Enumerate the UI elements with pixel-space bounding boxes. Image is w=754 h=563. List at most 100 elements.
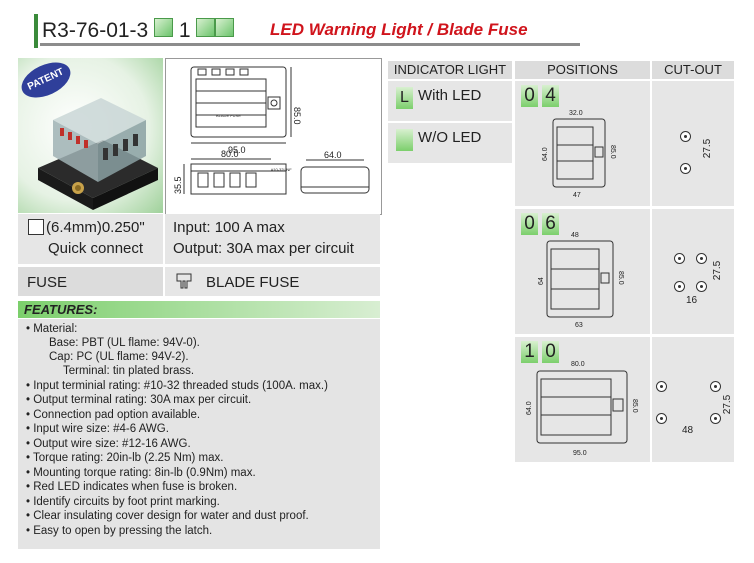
blade-fuse-icon: [176, 273, 192, 289]
dim-left: 64.0: [526, 401, 533, 415]
terminal-type: Quick connect: [48, 240, 144, 257]
option-box-position-2: [215, 18, 235, 37]
column-header-cutout: CUT-OUT: [652, 61, 734, 79]
mounting-hole: [696, 281, 707, 292]
column-header-indicator: INDICATOR LIGHT: [388, 61, 512, 79]
dim-bottom: 63: [575, 322, 583, 329]
product-photo: [18, 58, 163, 213]
feature-line: • Input wire size: #4-6 AWG.: [26, 423, 169, 435]
feature-line: Terminal: tin plated brass.: [63, 365, 195, 377]
thread-note: #10-32UNF: [271, 167, 292, 172]
fuse-type-box: [165, 267, 380, 296]
feature-line: • Clear insulating cover design for wate…: [26, 510, 309, 522]
feature-line: • Output wire size: #12-16 AWG.: [26, 438, 191, 450]
dim-height-85: 85.0: [292, 107, 302, 125]
dim-top: 32.0: [569, 110, 583, 117]
fuse-label: FUSE: [27, 274, 68, 291]
position-digit: 0: [521, 85, 538, 107]
header-divider: [40, 43, 580, 46]
feature-line: Base: PBT (UL flame: 94V-0).: [49, 337, 200, 349]
dim-right: 85.0: [609, 145, 616, 159]
output-rating: Output: 30A max per circuit: [173, 240, 354, 257]
mounting-hole: [656, 413, 667, 424]
header-accent-bar: [34, 14, 38, 48]
cutout-dim-h: 16: [686, 295, 698, 306]
dimension-drawing-panel: BLADE FUSE 85.0 95.0 80.0 35.5 #10-32UNF…: [165, 58, 382, 215]
feature-line: • Mounting torque rating: 8in-lb (0.9Nm)…: [26, 467, 256, 479]
position-digit: 0: [521, 213, 538, 235]
feature-line: Cap: PC (UL flame: 94V-2).: [49, 351, 189, 363]
cutout-cell-06: 27.5 16: [652, 209, 734, 334]
dim-width-80: 80.0: [221, 149, 239, 159]
cutout-dim-v: 27.5: [702, 138, 714, 159]
dim-left: 64: [538, 277, 545, 285]
mounting-hole: [680, 163, 691, 174]
mounting-hole: [710, 381, 721, 392]
position-digit: 4: [542, 85, 559, 107]
feature-line: • Input terminial rating: #10-32 threade…: [26, 380, 328, 392]
feature-line: • Red LED indicates when fuse is broken.: [26, 481, 238, 493]
indicator-option-led: L With LED: [388, 81, 512, 121]
indicator-label-with-led: With LED: [418, 87, 482, 104]
column-header-positions: POSITIONS: [515, 61, 650, 79]
position-drawing-06: 48 64 85.0 63: [538, 232, 624, 329]
fuse-box-illustration: [38, 98, 158, 210]
dim-width-64: 64.0: [324, 150, 342, 160]
dim-top: 48: [571, 232, 579, 239]
dim-height-35: 35.5: [173, 176, 183, 194]
position-drawing-04: 32.0 64.0 85.0 47: [542, 110, 616, 199]
option-box-indicator: [154, 18, 174, 37]
page-title: LED Warning Light / Blade Fuse: [270, 20, 528, 39]
dim-right: 85.0: [631, 399, 638, 413]
position-drawing-10: 80.0 64.0 85.0 95.0: [526, 361, 638, 457]
features-title: FEATURES:: [24, 302, 98, 317]
cutout-cell-04: 27.5: [652, 81, 734, 206]
feature-line: • Easy to open by pressing the latch.: [26, 525, 213, 537]
mounting-hole: [656, 381, 667, 392]
part-code-text: R3-76-01-3: [42, 19, 149, 42]
indicator-code-l: L: [396, 87, 413, 109]
rating-info-box: [165, 214, 380, 264]
terminal-icon: [28, 219, 44, 235]
dim-bottom: 47: [573, 192, 581, 199]
dimension-drawing: BLADE FUSE 85.0 95.0 80.0 35.5 #10-32UNF…: [173, 66, 370, 195]
features-header-bar: [18, 301, 380, 318]
position-digit: 1: [521, 341, 538, 363]
dim-bottom: 95.0: [573, 450, 587, 457]
mounting-hole: [696, 253, 707, 264]
feature-line: • Output terminal rating: 30A max per ci…: [26, 394, 252, 406]
fuse-label-box: [18, 267, 163, 296]
feature-line: • Identify circuits by foot print markin…: [26, 496, 220, 508]
cutout-cell-10: 27.5 48: [652, 337, 734, 462]
position-digit: 6: [542, 213, 559, 235]
input-rating: Input: 100 A max: [173, 219, 285, 236]
feature-line: • Torque rating: 20in-lb (2.25 Nm) max.: [26, 452, 224, 464]
features-list: • Material: Base: PBT (UL flame: 94V-0).…: [18, 319, 380, 549]
option-box-position-1: [196, 18, 216, 37]
terminal-size: (6.4mm)0.250": [46, 219, 145, 236]
dim-left: 64.0: [542, 147, 549, 161]
mounting-hole: [674, 281, 685, 292]
dim-top: 80.0: [571, 361, 585, 368]
mounting-hole: [674, 253, 685, 264]
part-number: R3-76-01-3 1: [42, 18, 235, 43]
feature-line: • Material:: [26, 323, 78, 335]
dim-width-95: 95.0: [228, 145, 246, 155]
part-digit: 1: [178, 19, 191, 42]
cutout-dim-v: 27.5: [722, 394, 734, 415]
indicator-code-blank: [396, 129, 413, 151]
feature-line: • Connection pad option available.: [26, 409, 201, 421]
cutout-dim-h: 48: [682, 425, 694, 436]
indicator-option-no-led: W/O LED: [388, 123, 512, 163]
fuse-type: BLADE FUSE: [206, 274, 300, 291]
mounting-hole: [710, 413, 721, 424]
position-digit: 0: [542, 341, 559, 363]
dim-right: 85.0: [617, 271, 624, 285]
mounting-hole: [680, 131, 691, 142]
cutout-dim-v: 27.5: [712, 260, 724, 281]
